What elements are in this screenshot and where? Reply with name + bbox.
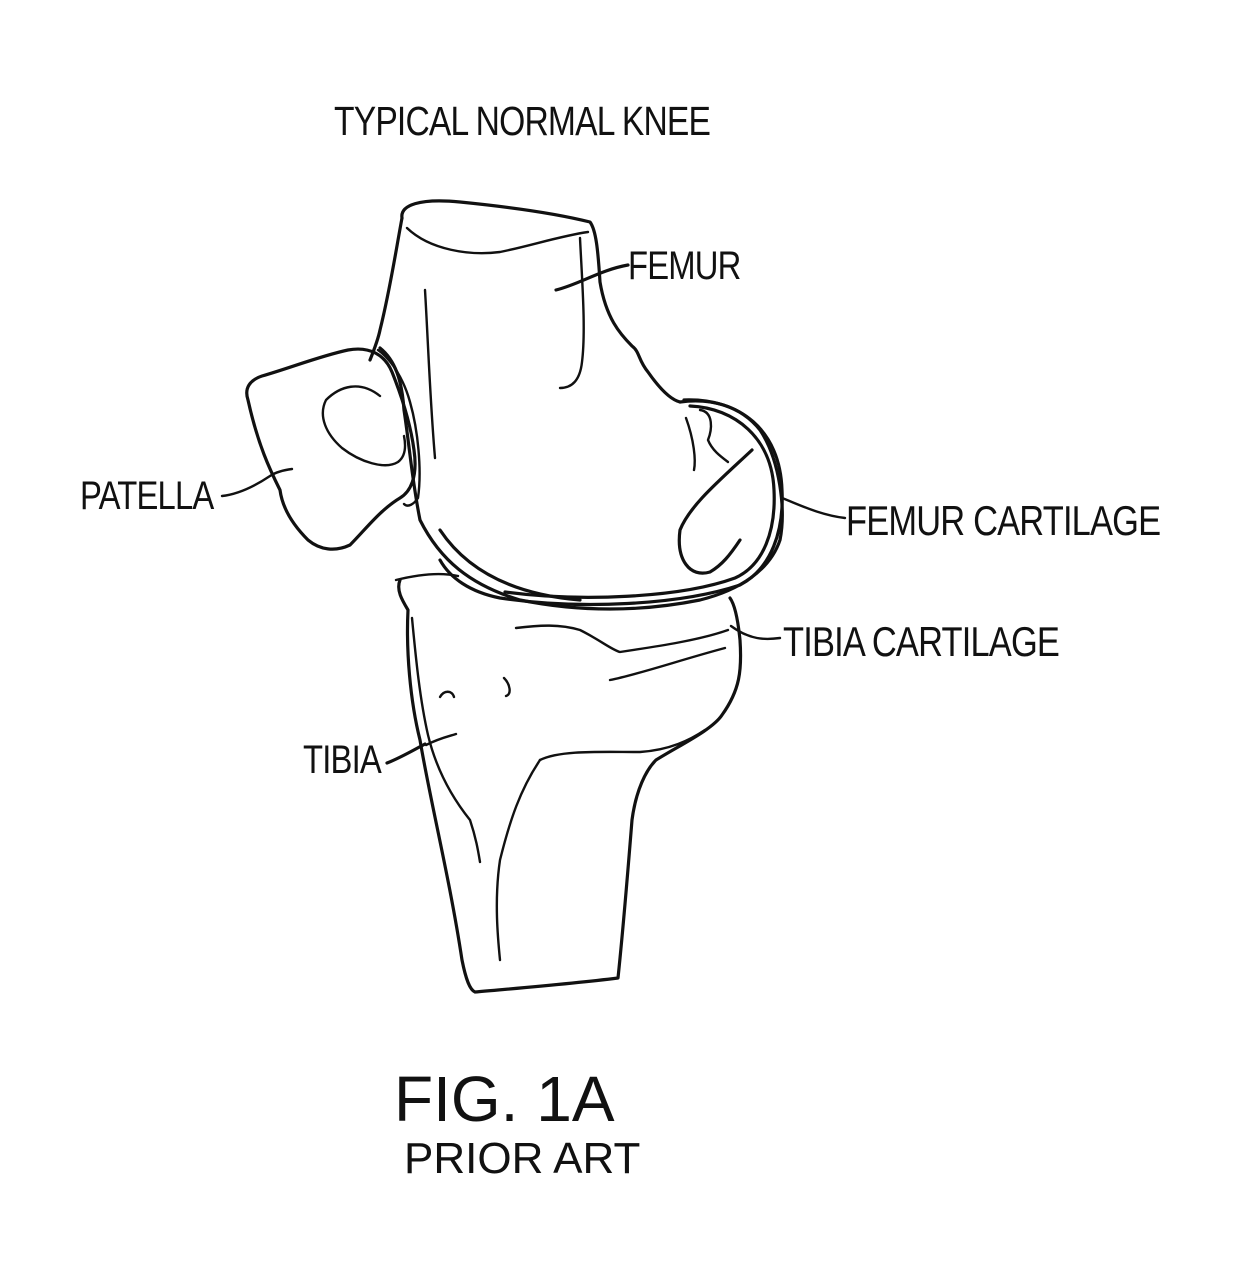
patella-shape: [220, 347, 421, 551]
figure-caption: FIG. 1A: [394, 1063, 615, 1135]
femur-label: FEMUR: [628, 244, 741, 288]
tibia-cartilage-label: TIBIA CARTILAGE: [783, 618, 1060, 665]
femur-cartilage-label: FEMUR CARTILAGE: [846, 497, 1161, 544]
femur-cartilage-shape: [438, 398, 784, 607]
patella-label: PATELLA: [80, 474, 214, 518]
tibia-shape: [385, 572, 743, 994]
femur-shape: [368, 199, 784, 611]
tibia-label: TIBIA: [303, 738, 382, 782]
figure-subcaption: PRIOR ART: [404, 1134, 641, 1183]
figure-title: TYPICAL NORMAL KNEE: [334, 98, 711, 144]
